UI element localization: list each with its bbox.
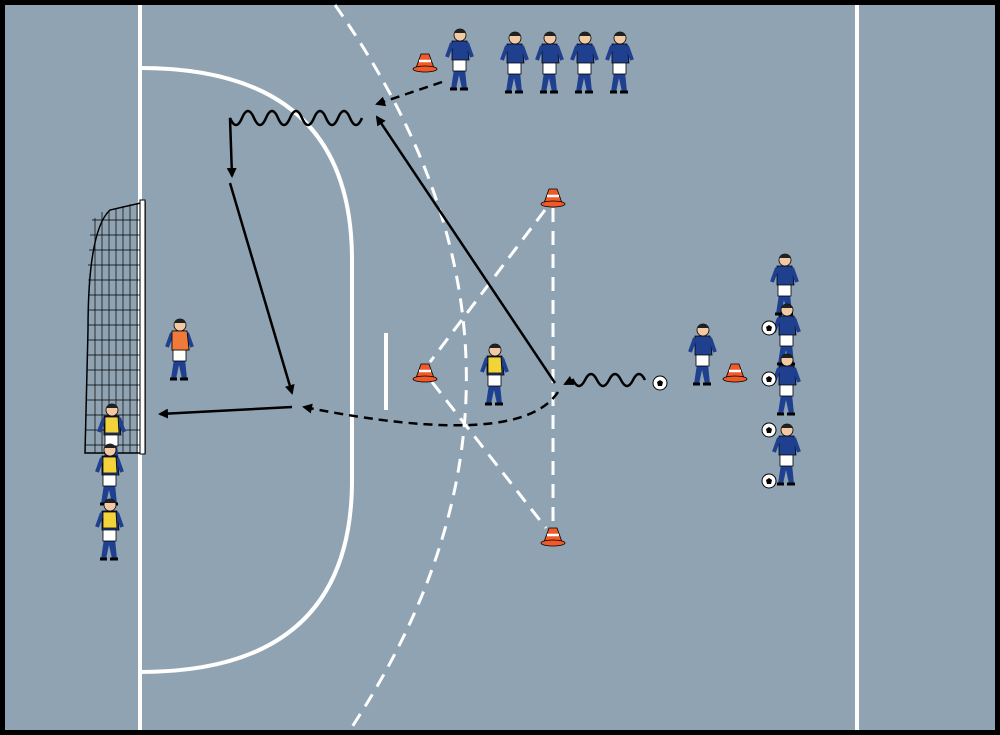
ball bbox=[761, 422, 777, 438]
goalkeeper bbox=[165, 317, 194, 381]
dribble-arrow bbox=[226, 109, 364, 178]
penalty-area bbox=[139, 66, 354, 674]
run-arrow bbox=[302, 391, 560, 427]
ball bbox=[761, 371, 777, 387]
ball bbox=[761, 320, 777, 336]
dashed-channel-line bbox=[430, 381, 548, 529]
movement-arrows bbox=[158, 80, 647, 427]
ball bbox=[761, 473, 777, 489]
pass-arrow bbox=[228, 182, 295, 395]
ball bbox=[652, 375, 668, 391]
dashed-channel-line bbox=[428, 209, 547, 363]
shot-arrow bbox=[158, 405, 293, 419]
dashed-arc bbox=[333, 4, 468, 731]
dribble-arrow bbox=[563, 372, 647, 388]
pass-arrow bbox=[375, 115, 557, 384]
run-arrow bbox=[375, 80, 443, 107]
